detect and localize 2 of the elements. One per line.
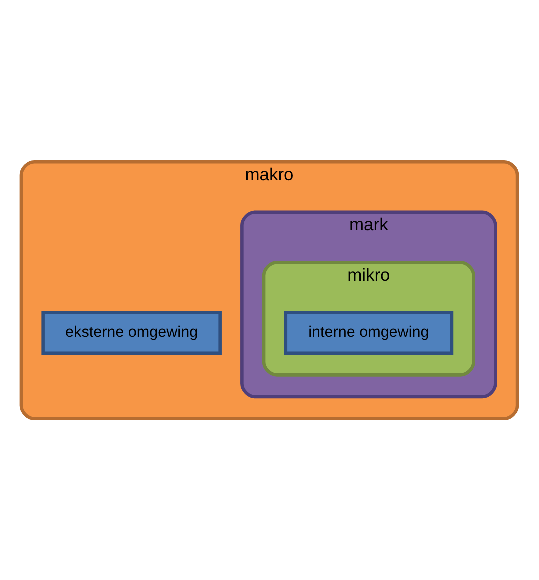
node-box: eksterne omgewing [42,310,222,354]
node-box: interne omgewing [284,310,454,354]
